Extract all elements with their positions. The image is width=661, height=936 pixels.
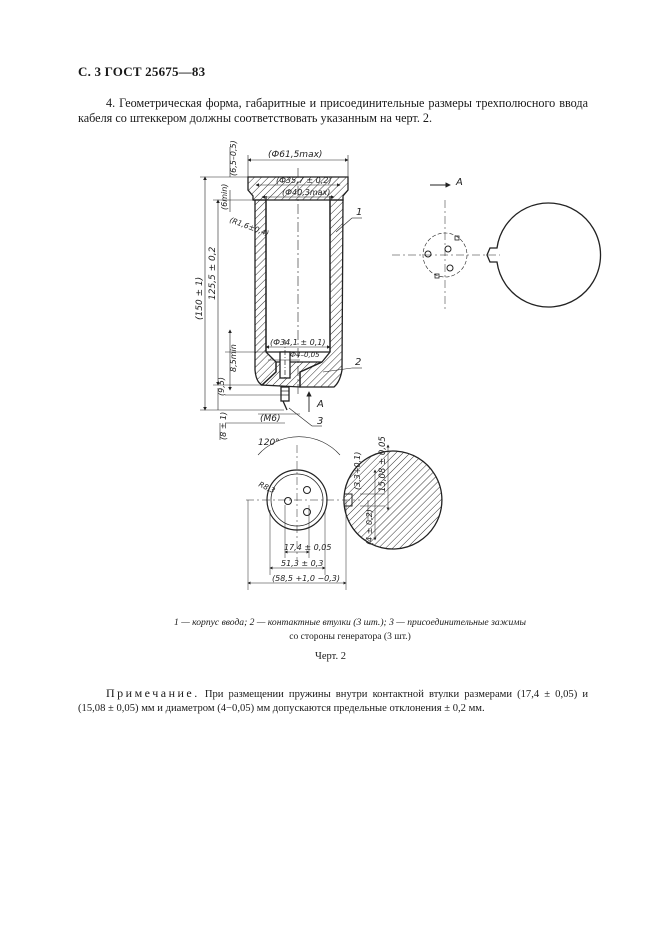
dim-d585: (58,5 +1,0 −0,3) [272,574,340,583]
note: Примечание. При размещении пружины внутр… [78,686,588,716]
position-3: 3 [317,416,323,427]
terminal-stud [280,386,290,402]
dim-d3: (3,3+0,1) [353,452,362,490]
dim-d1255: 125,5 ± 0,2 [208,246,218,300]
dim-d65: (6,5–0,5) [229,140,238,176]
dim-d513: 51,3 ± 0,3 [281,559,323,568]
dim-phi615: (Ф61,5max) [268,150,322,160]
side-section-view [247,168,349,411]
side-view-dimensions [200,147,362,440]
dim-d6min: (6min) [220,184,229,210]
dim-d95: (9,5) [217,377,226,396]
paragraph-4: 4. Геометрическая форма, габаритные и пр… [78,96,588,125]
dim-angle: 120° [258,438,280,448]
view-a-top-right [392,182,602,310]
bottom-view [246,436,443,590]
dim-phi4: Ф4–0,05 [290,351,320,359]
dim-d4: (4 ± 0,2) [365,509,374,545]
body-bottom [260,361,323,388]
dim-d81: (8 ± 1) [219,412,228,440]
dim-phi403: (Ф40,3max) [282,188,330,197]
caption-line-1: 1 — корпус ввода; 2 — контактные втулки … [174,617,526,628]
dim-phi341: (Ф34,1 ± 0,1) [270,338,325,347]
caption-line-2: со стороны генератора (3 шт.) [289,631,411,642]
dim-d150: (150 ± 1) [195,277,205,320]
page-header: С. 3 ГОСТ 25675—83 [78,64,206,79]
figure-label: Черт. 2 [315,651,346,662]
dim-d1508: 15,08 ± 0,05 [378,436,388,492]
dim-d85: 8,5min [229,344,238,372]
dim-m6: (M6) [260,414,281,424]
figure-caption: 1 — корпус ввода; 2 — контактные втулки … [150,616,550,644]
note-text: При размещении пружины внутри контактной… [78,689,588,714]
body-wall-left [253,199,277,386]
arrow-a-label-top: A [455,177,463,188]
position-1: 1 [356,207,362,218]
position-2: 2 [355,357,361,368]
dim-d174: 17,4 ± 0,05 [284,543,331,552]
arrow-a-label-bottom: A [316,399,324,410]
note-lead: Примечание. [106,686,200,700]
dim-phi357: (Ф35,7 ± 0,2) [276,176,331,185]
